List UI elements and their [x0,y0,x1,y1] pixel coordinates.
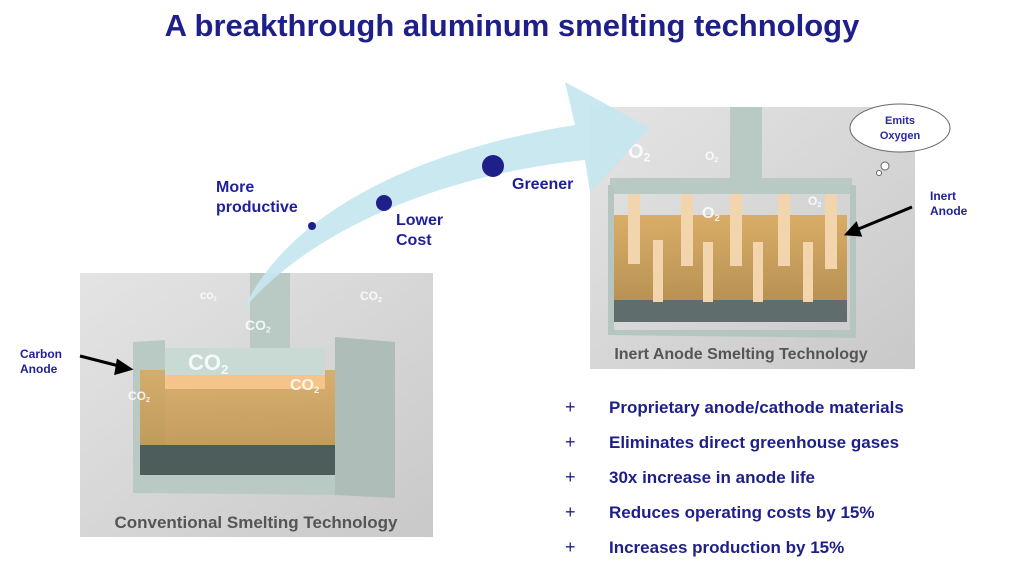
list-item: + Increases production by 15% [565,530,904,565]
co2-gas-label: CO2 [245,317,271,335]
label-line: Inert [930,189,957,203]
label-line: Anode [930,204,968,218]
cloud-text: Oxygen [880,130,921,142]
label-line: Carbon [20,347,62,361]
slide-title: A breakthrough aluminum smelting technol… [164,8,860,43]
bullet-text: Increases production by 15% [609,537,845,557]
plus-icon: + [565,467,576,487]
label-line: productive [216,199,298,216]
conventional-caption: Conventional Smelting Technology [114,513,398,532]
greener-label: Greener [512,176,574,193]
dot-medium [376,195,392,211]
carbon-anode-arrow-icon [79,354,134,376]
co2-gas-label: CO2 [290,377,319,396]
dot-small [308,222,316,230]
co2-gas-label: CO2 [200,291,217,303]
plus-icon: + [565,537,576,557]
more-productive-label: More productive [216,178,298,218]
bullet-text: Reduces operating costs by 15% [609,502,875,522]
bullet-text: Eliminates direct greenhouse gases [609,432,900,452]
inert-cell-image: O2 O2 O2 O2 Inert Anode Smelting Technol… [590,103,951,369]
carbon-anode-label: Carbon Anode [20,347,62,377]
list-item: + Proprietary anode/cathode materials [565,390,904,425]
inert-anodes [628,194,837,302]
cloud-text: Emits [885,115,915,127]
inert-caption: Inert Anode Smelting Technology [614,346,867,363]
inert-anode-label: Inert Anode [930,189,967,219]
progress-arrow [243,82,650,310]
label-line: Lower [396,212,444,229]
list-item: + Eliminates direct greenhouse gases [565,425,904,460]
list-item: + Reduces operating costs by 15% [565,495,904,530]
plus-icon: + [565,432,576,452]
inert-anode-arrow-icon [843,205,913,237]
benefits-list: + Proprietary anode/cathode materials + El… [565,390,904,565]
plus-icon: + [565,397,576,417]
lower-cost-label: Lower Cost [396,211,443,251]
co2-gas-label: CO2 [128,389,150,404]
label-line: Anode [20,362,58,376]
thought-cloud [849,103,951,176]
list-item: +30x increase in anode life [565,460,904,495]
conventional-cell-image: CO2 CO2 CO2 CO2 CO2 CO2 Conventional Sme… [80,273,433,537]
dot-large [482,155,504,177]
bullet-text: 30x increase in anode life [609,467,815,487]
plus-icon: + [565,502,576,522]
bullet-text: Proprietary anode/cathode materials [609,397,904,417]
co2-gas-label: CO2 [360,289,382,304]
label-line: More [216,179,255,196]
label-line: Cost [396,232,432,249]
